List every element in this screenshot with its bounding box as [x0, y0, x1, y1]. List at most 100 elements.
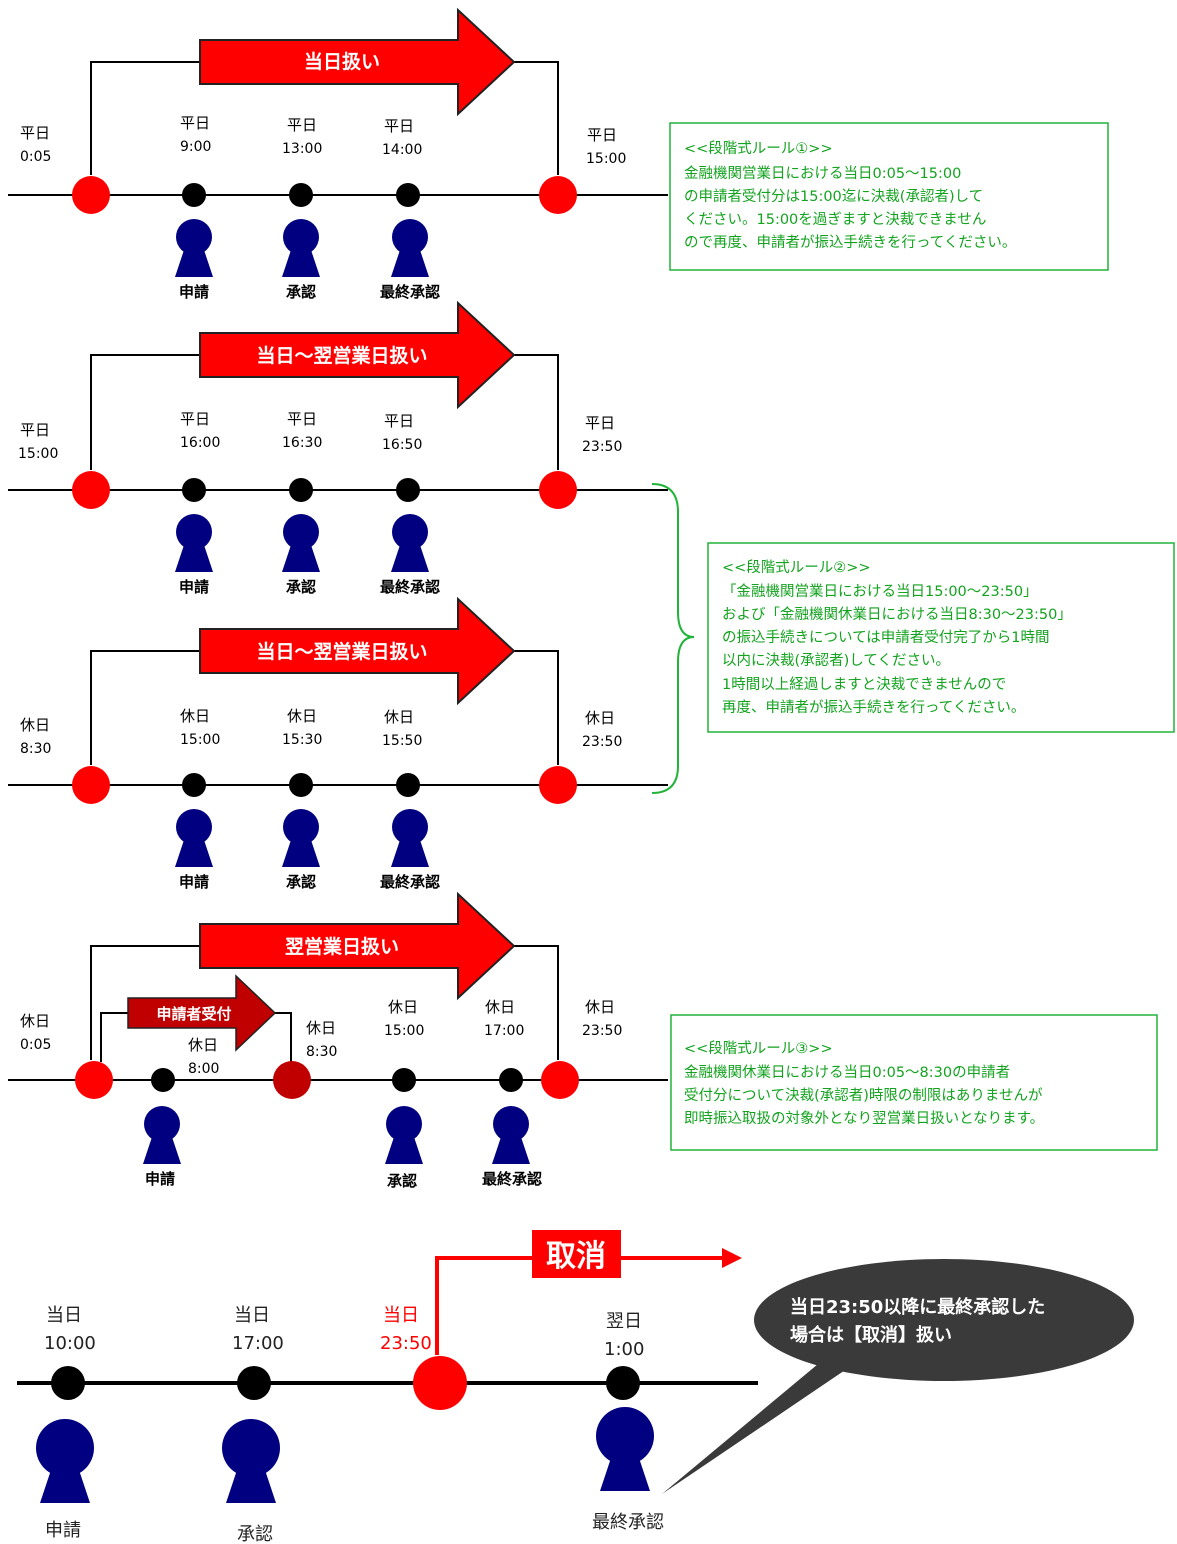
- bubble-line: 当日23:50以降に最終承認した: [790, 1296, 1045, 1318]
- svg-text:16:50: 16:50: [382, 437, 422, 453]
- svg-text:0:05: 0:05: [20, 1037, 51, 1053]
- person-icon: [222, 1419, 280, 1503]
- svg-text:14:00: 14:00: [382, 142, 422, 158]
- rule3-box: <<段階式ルール③>> 金融機関休業日における当日0:05～8:30の申請者 受…: [670, 1014, 1158, 1151]
- black-dot-icon: [289, 773, 313, 797]
- black-dot-icon: [289, 183, 313, 207]
- bracket-left: [90, 61, 200, 175]
- person-icon: [143, 1106, 181, 1164]
- svg-text:13:00: 13:00: [282, 141, 322, 157]
- arrow-right-icon: [722, 1248, 742, 1268]
- svg-text:0:05: 0:05: [20, 149, 51, 165]
- svg-text:休日: 休日: [388, 998, 418, 1016]
- time-label: 休日8:30: [20, 716, 51, 757]
- svg-text:休日: 休日: [188, 1036, 218, 1054]
- black-dot-icon: [237, 1366, 271, 1400]
- bracket-left: [90, 354, 200, 470]
- time-label: 休日 8:30: [306, 1019, 337, 1060]
- person-label: 承認: [237, 1524, 273, 1544]
- svg-text:休日: 休日: [306, 1019, 336, 1037]
- bubble-line: 場合は【取消】扱い: [790, 1324, 952, 1346]
- rule-line: 再度、申請者が振込手続きを行ってください。: [722, 699, 1025, 716]
- person-icon: [36, 1419, 94, 1503]
- black-dot-icon: [289, 478, 313, 502]
- black-dot-icon: [499, 1068, 523, 1092]
- banner-label: 当日～翌営業日扱い: [256, 344, 427, 367]
- black-dot-icon: [396, 773, 420, 797]
- black-dot-icon: [182, 478, 206, 502]
- time-label: 当日23:50: [380, 1305, 432, 1354]
- red-circle-icon: [413, 1356, 467, 1410]
- black-dot-icon: [51, 1366, 85, 1400]
- svg-text:休日: 休日: [384, 708, 414, 726]
- rule-line: 以内に決裁(承認者)してください。: [722, 652, 950, 669]
- time-label: 翌日1:00: [604, 1311, 644, 1360]
- black-dot-icon: [396, 478, 420, 502]
- bracket-right: [514, 61, 559, 175]
- black-dot-icon: [606, 1366, 640, 1400]
- rule-line: の申請者受付分は15:00迄に決裁(承認者)して: [684, 188, 983, 205]
- svg-text:休日: 休日: [180, 707, 210, 725]
- person-label: 申請: [45, 1520, 81, 1541]
- svg-text:平日: 平日: [287, 116, 317, 134]
- time-label: 平日0:05: [20, 124, 51, 165]
- rule-title: <<段階式ルール②>>: [722, 559, 871, 576]
- person-label: 承認: [286, 873, 316, 891]
- svg-text:16:30: 16:30: [282, 435, 322, 451]
- rule-line: および「金融機関休業日における当日8:30～23:50」: [722, 606, 1072, 623]
- person-icon: [596, 1407, 654, 1491]
- svg-text:8:30: 8:30: [306, 1044, 337, 1060]
- svg-text:15:00: 15:00: [384, 1023, 424, 1039]
- bracket-left: [90, 945, 200, 1060]
- svg-text:17:00: 17:00: [484, 1023, 524, 1039]
- person-label: 承認: [286, 283, 316, 301]
- svg-text:休日: 休日: [20, 1012, 50, 1030]
- black-dot-icon: [182, 773, 206, 797]
- person-icon: [282, 219, 320, 277]
- time-label: 休日8:00: [188, 1036, 219, 1077]
- svg-text:23:50: 23:50: [582, 439, 622, 455]
- svg-text:当日: 当日: [234, 1305, 270, 1326]
- rule2-box: <<段階式ルール②>> 「金融機関営業日における当日15:00～23:50」 お…: [707, 542, 1175, 733]
- rule-line: 「金融機関営業日における当日15:00～23:50」: [722, 583, 1038, 600]
- svg-text:15:50: 15:50: [382, 733, 422, 749]
- person-icon: [175, 809, 213, 867]
- arrow-right-icon: [199, 891, 516, 1001]
- svg-text:16:00: 16:00: [180, 435, 220, 451]
- person-label: 最終承認: [482, 1170, 542, 1188]
- black-dot-icon: [396, 183, 420, 207]
- svg-text:平日: 平日: [384, 117, 414, 135]
- black-dot-icon: [182, 183, 206, 207]
- cancel-route: [435, 1256, 725, 1355]
- rule-title: <<段階式ルール①>>: [684, 140, 833, 157]
- svg-text:当日: 当日: [46, 1305, 82, 1326]
- svg-text:平日: 平日: [585, 414, 615, 432]
- rule-title: <<段階式ルール③>>: [684, 1040, 833, 1057]
- time-label: 休日 15:00: [384, 998, 424, 1039]
- svg-text:平日: 平日: [587, 126, 617, 144]
- cancel-banner: [532, 1230, 621, 1278]
- black-dot-icon: [392, 1068, 416, 1092]
- time-label: 平日 13:00: [282, 116, 322, 157]
- bracket-left: [90, 650, 200, 765]
- person-icon: [282, 809, 320, 867]
- svg-text:15:00: 15:00: [18, 446, 58, 462]
- banner-label: 翌営業日扱い: [285, 935, 399, 958]
- red-circle-icon: [539, 471, 577, 509]
- red-circle-icon: [539, 176, 577, 214]
- speech-bubble: 当日23:50以降に最終承認した 場合は【取消】扱い: [662, 1259, 1134, 1494]
- person-icon: [391, 219, 429, 277]
- arrow-right-icon: [199, 300, 516, 410]
- red-circle-icon: [75, 1061, 113, 1099]
- banner-label: 当日～翌営業日扱い: [256, 640, 427, 663]
